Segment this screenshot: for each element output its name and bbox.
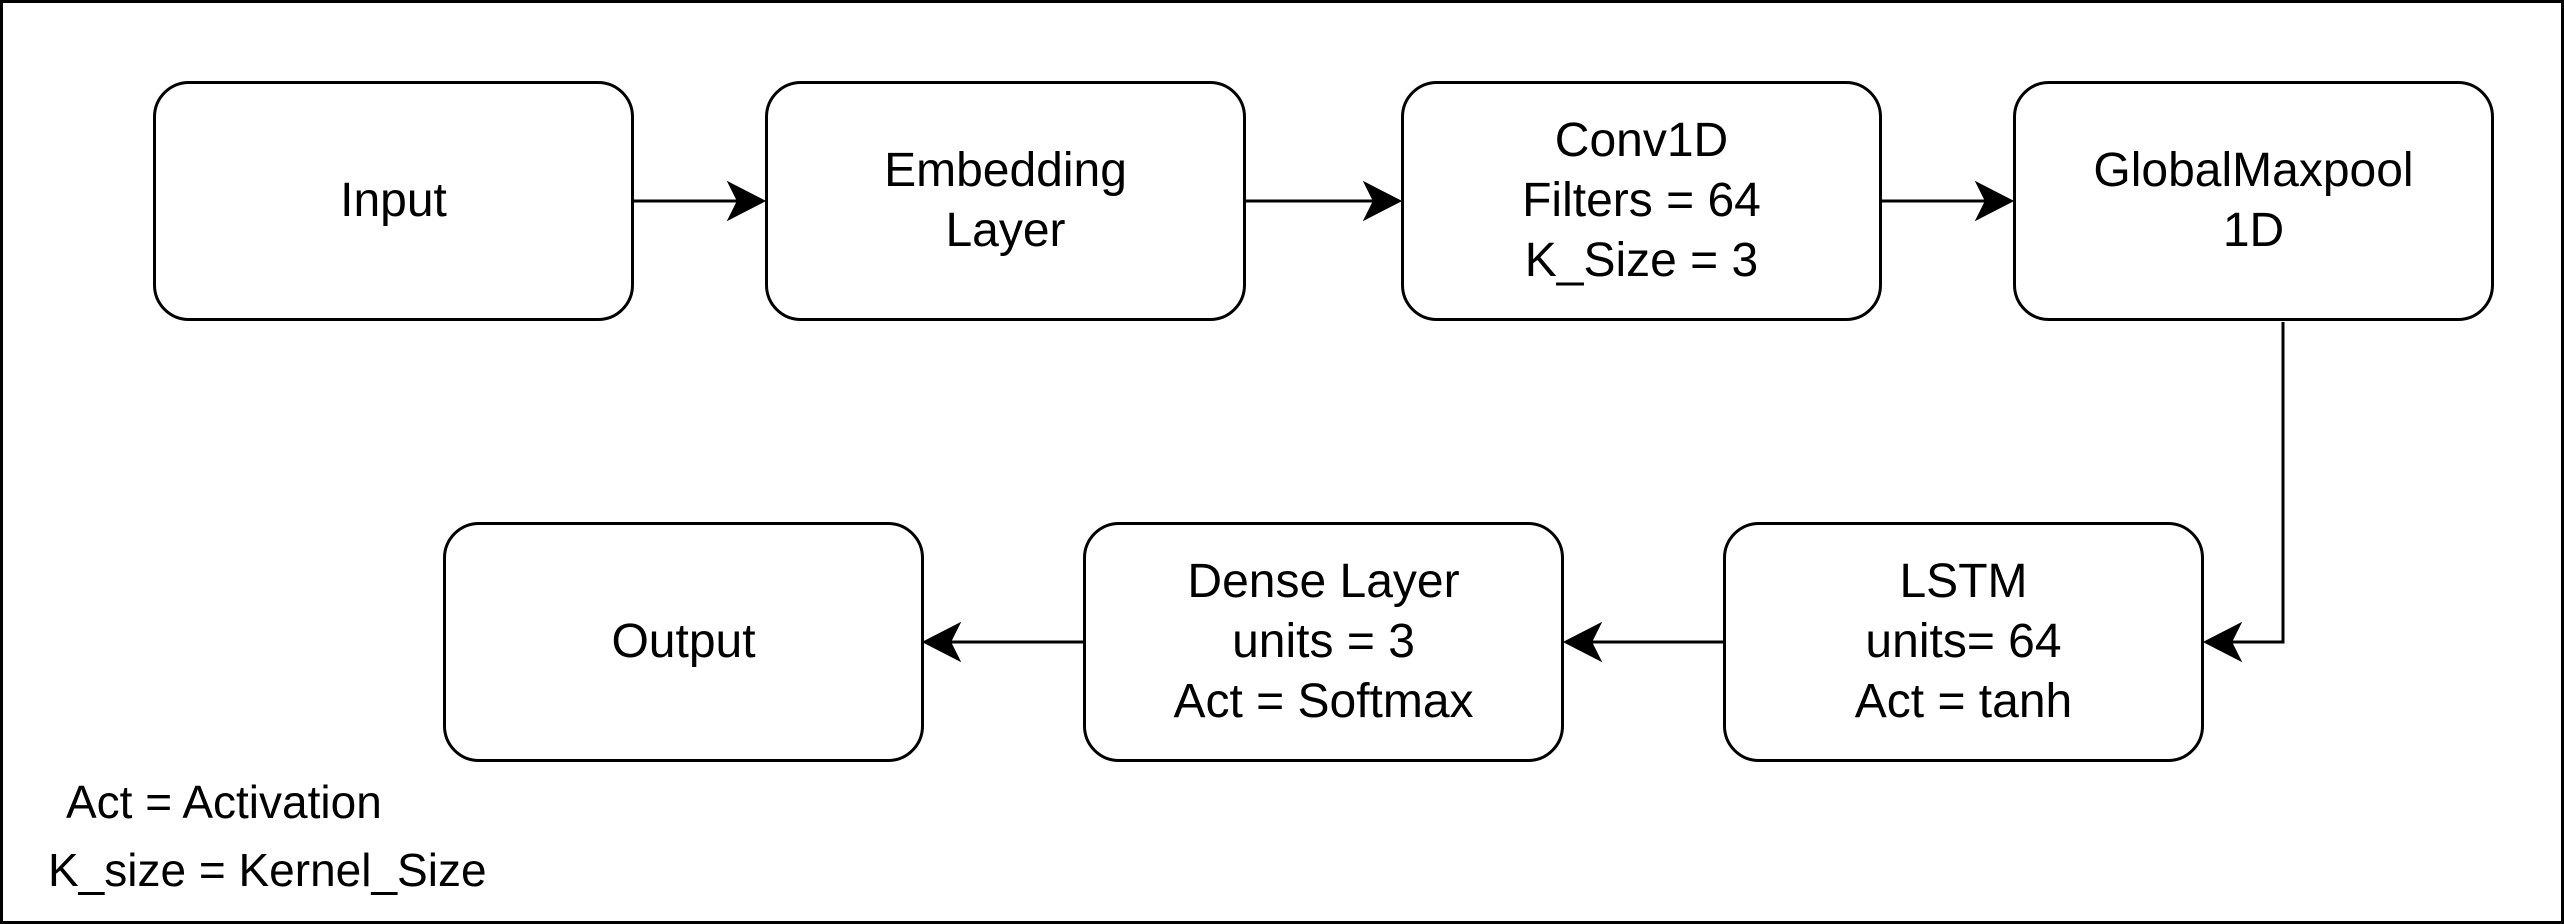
node-globalmaxpool: GlobalMaxpool 1D <box>2013 81 2494 321</box>
node-globalmaxpool-label-line-1: GlobalMaxpool <box>2093 144 2414 197</box>
node-embedding-layer: Embedding Layer <box>765 81 1246 321</box>
node-dense-label-line-3: Act = Softmax <box>1173 675 1474 728</box>
node-output-label: Output <box>611 615 756 668</box>
legend-activation: Act = Activation <box>66 776 382 828</box>
node-conv1d-label-line-2: Filters = 64 <box>1522 174 1761 227</box>
node-conv1d-label-line-3: K_Size = 3 <box>1524 234 1759 287</box>
node-embedding-label-line-1: Embedding <box>884 144 1127 197</box>
node-lstm-label-line-2: units= 64 <box>1865 615 2062 668</box>
node-globalmaxpool-label-line-2: 1D <box>2222 204 2285 257</box>
node-conv1d: Conv1D Filters = 64 K_Size = 3 <box>1401 81 1882 321</box>
node-dense-label-line-1: Dense Layer <box>1187 555 1460 608</box>
node-output: Output <box>443 522 924 762</box>
node-lstm: LSTM units= 64 Act = tanh <box>1723 522 2204 762</box>
node-input: Input <box>153 81 634 321</box>
node-dense-layer: Dense Layer units = 3 Act = Softmax <box>1083 522 1564 762</box>
node-input-label: Input <box>340 174 447 227</box>
node-lstm-label-line-1: LSTM <box>1899 555 2028 608</box>
node-dense-label-line-2: units = 3 <box>1232 615 1415 668</box>
node-embedding-label-line-2: Layer <box>945 204 1066 257</box>
node-conv1d-label-line-1: Conv1D <box>1554 114 1729 167</box>
legend-kernel-size: K_size = Kernel_Size <box>48 844 487 896</box>
node-lstm-label-line-3: Act = tanh <box>1854 675 2073 728</box>
